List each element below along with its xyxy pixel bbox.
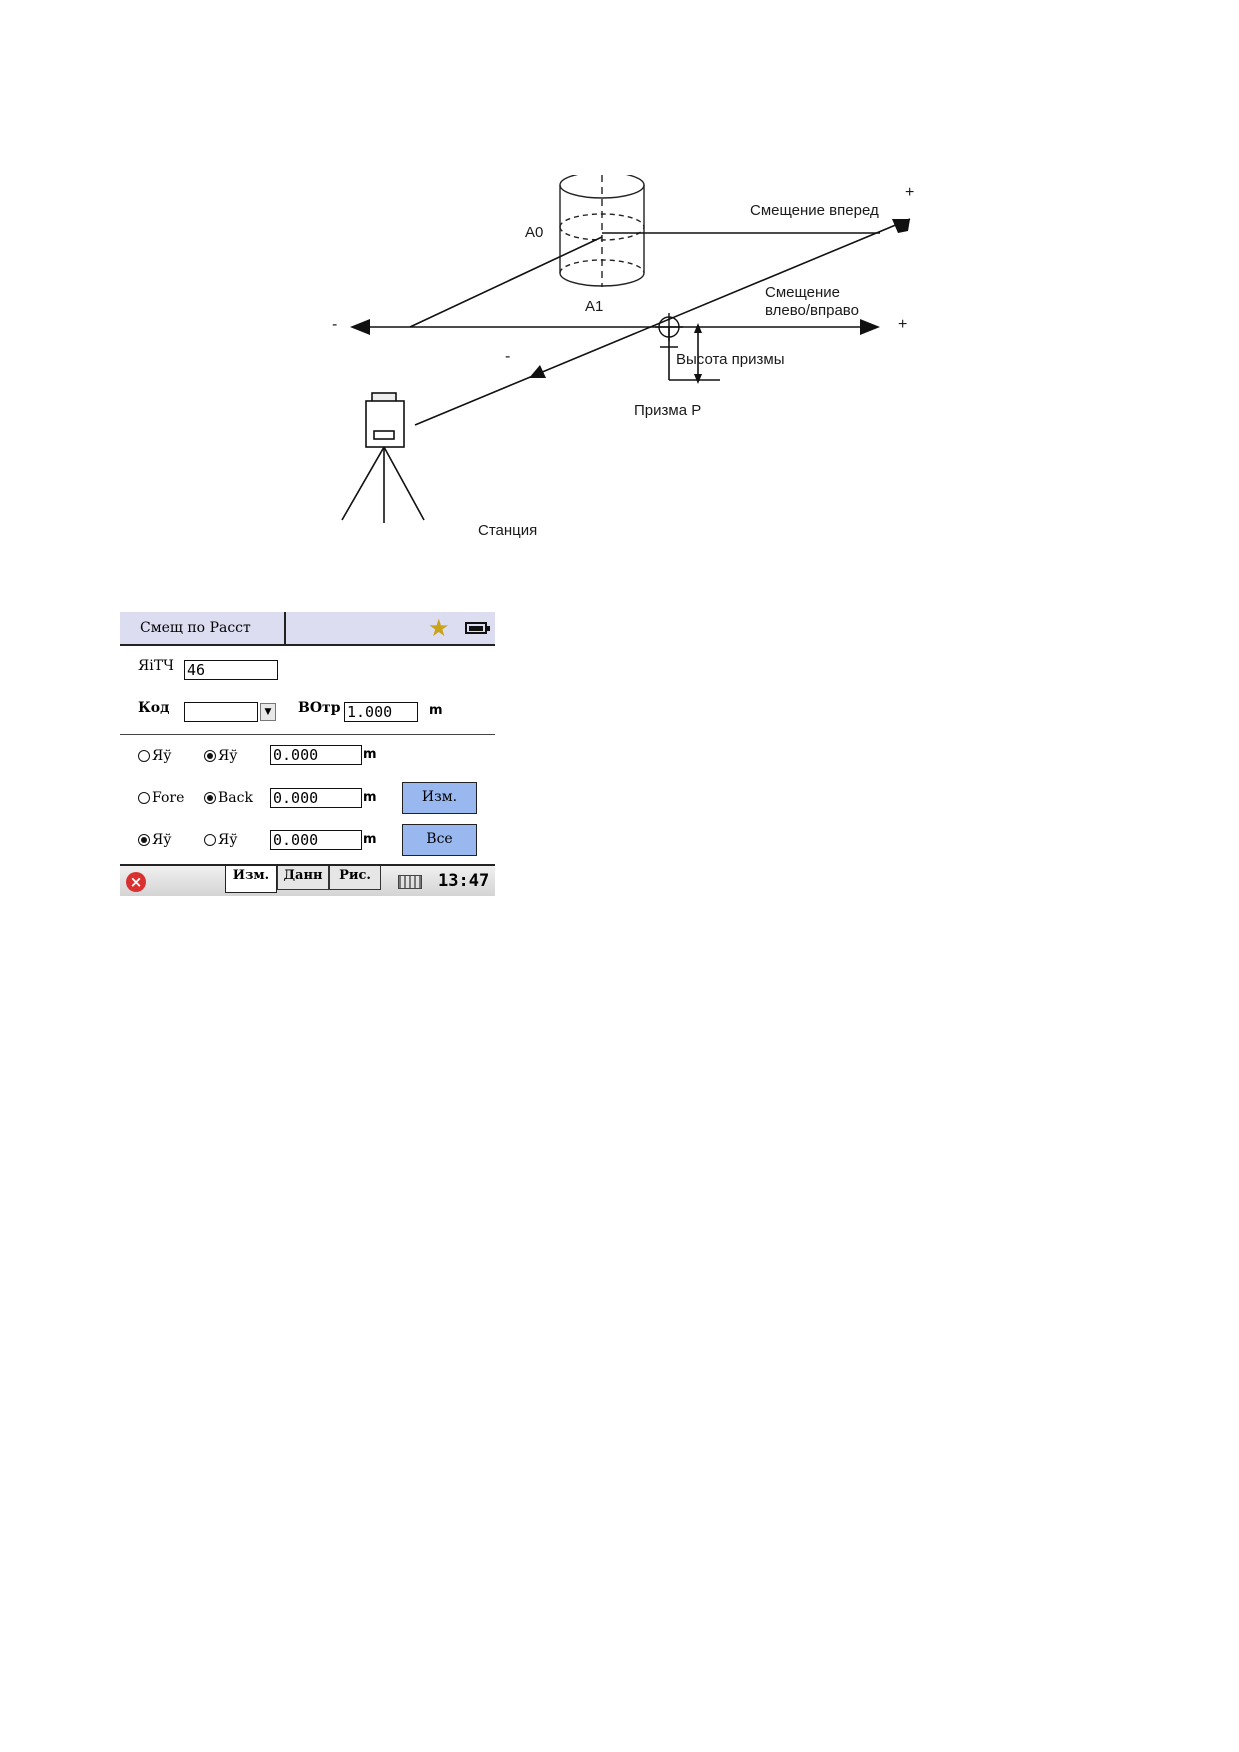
tab-measure[interactable]: Изм. <box>225 866 277 893</box>
height-unit: m <box>429 703 443 718</box>
offset3-input[interactable]: 0.000 <box>270 830 362 850</box>
offset1-input[interactable]: 0.000 <box>270 745 362 765</box>
measure-button[interactable]: Изм. <box>402 782 477 814</box>
keyboard-icon[interactable] <box>398 875 422 889</box>
taskbar: × Изм. Данн Рис. 13:47 <box>120 864 495 896</box>
divider <box>120 734 495 735</box>
sign-plus-right: + <box>898 316 907 333</box>
target-height-label: ВОтр <box>298 700 341 716</box>
label-station: Станция <box>478 522 537 539</box>
radio-row1-a[interactable]: Яў <box>138 748 172 764</box>
sign-minus-left: - <box>332 316 337 333</box>
point-label: ЯiТЧ <box>138 658 174 674</box>
label-a0: A0 <box>525 224 543 241</box>
tab-graph[interactable]: Рис. <box>329 866 381 890</box>
total-station-icon <box>341 392 425 523</box>
cylinder-object <box>559 175 645 287</box>
label-a1: A1 <box>585 298 603 315</box>
code-label: Код <box>138 700 170 716</box>
point-input[interactable]: 46 <box>184 660 278 680</box>
offset1-unit: m <box>363 747 377 762</box>
offset-diagram: Смещение вперед Смещение влево/вправо Вы… <box>320 175 960 555</box>
star-icon[interactable]: ★ <box>428 614 450 642</box>
chevron-down-icon[interactable]: ▼ <box>260 703 276 721</box>
device-screen: Смещ по Расст ★ ЯiТЧ 46 Код ▼ ВОтр 1.000… <box>120 612 495 896</box>
radio-row1-b[interactable]: Яў <box>204 748 238 764</box>
radio-back[interactable]: Back <box>204 790 253 806</box>
all-button[interactable]: Все <box>402 824 477 856</box>
sign-minus-back: - <box>505 348 510 365</box>
battery-icon <box>465 622 490 634</box>
window-title: Смещ по Расст <box>140 620 251 636</box>
close-icon[interactable]: × <box>126 872 146 892</box>
clock: 13:47 <box>438 871 490 891</box>
offset3-unit: m <box>363 832 377 847</box>
title-bar: Смещ по Расст ★ <box>120 612 495 646</box>
radio-fore[interactable]: Fore <box>138 790 184 806</box>
code-select[interactable] <box>184 702 258 722</box>
tab-data[interactable]: Данн <box>277 866 329 890</box>
sign-plus-forward: + <box>905 184 914 201</box>
label-offset-forward: Смещение вперед <box>750 202 879 219</box>
offset2-input[interactable]: 0.000 <box>270 788 362 808</box>
title-separator <box>284 612 286 646</box>
label-offset-lr-1: Смещение <box>765 284 840 301</box>
label-offset-lr-2: влево/вправо <box>765 302 859 319</box>
radio-row3-b[interactable]: Яў <box>204 832 238 848</box>
label-prism-height: Высота призмы <box>676 351 785 368</box>
radio-row3-a[interactable]: Яў <box>138 832 172 848</box>
target-height-input[interactable]: 1.000 <box>344 702 418 722</box>
offset2-unit: m <box>363 790 377 805</box>
label-prism: Призма Р <box>634 402 701 419</box>
